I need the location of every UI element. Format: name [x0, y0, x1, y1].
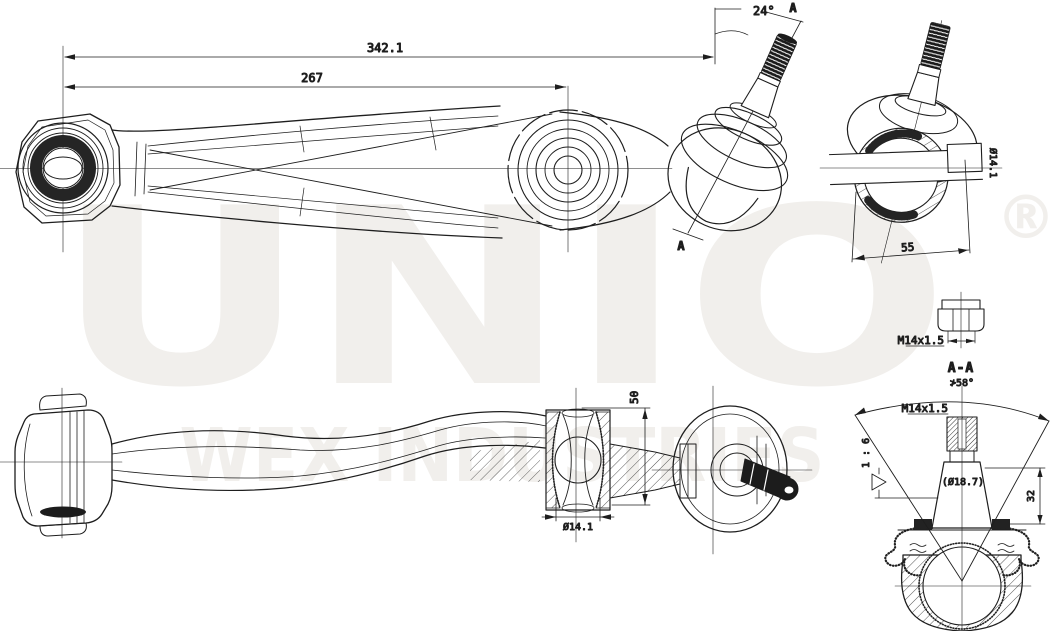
- bore-diameter-label: Ø14.1: [563, 521, 593, 533]
- section-title: A-A: [948, 361, 974, 376]
- pin-diameter-label: Ø14.1: [987, 148, 999, 178]
- stud-diameter-label: (Ø18.7): [942, 476, 984, 488]
- taper-length-label: 32: [1026, 490, 1037, 502]
- nut-thread-label: M14x1.5: [898, 334, 944, 347]
- dim-overall-length-label: 342.1: [367, 41, 403, 55]
- front-left-bushing: [15, 113, 121, 224]
- section-aa-view: A-A ≯58° M14x1.5 (Ø18.7) 1 : 6 32: [854, 361, 1050, 631]
- front-ball-joint: [667, 33, 798, 232]
- watermark: UNIO ® WEX INDUSTRIES: [55, 156, 1057, 499]
- top-view: 50 Ø14.1: [0, 385, 813, 555]
- top-bushing-section: [545, 408, 611, 513]
- side-section-pin: [828, 142, 983, 186]
- front-center-bushing: [507, 109, 671, 231]
- ball-joint-side-section-view: Ø14.1 55: [819, 20, 1003, 264]
- stud-angle-label: 24°: [753, 4, 775, 18]
- cone-angle-label: ≯58°: [950, 378, 974, 389]
- taper-ratio-label: 1 : 6: [861, 438, 872, 468]
- top-ball-joint: [672, 405, 799, 533]
- housing-width-label: 55: [901, 241, 915, 255]
- section-marker-top: A: [789, 1, 797, 15]
- watermark-brand: UNIO: [55, 156, 950, 441]
- front-view: 342.1 267 24° A A: [0, 1, 804, 254]
- top-left-bushing: [14, 393, 113, 537]
- watermark-registered-icon: ®: [996, 183, 1056, 253]
- dim-bushing-distance-label: 267: [301, 71, 323, 85]
- lock-nut-view: M14x1.5: [897, 291, 985, 349]
- top-arm-body: [111, 411, 547, 491]
- front-arm-body: [111, 105, 553, 239]
- section-marker-bottom: A: [677, 239, 685, 253]
- bushing-height-label: 50: [628, 391, 641, 404]
- section-thread-label: M14x1.5: [902, 402, 948, 415]
